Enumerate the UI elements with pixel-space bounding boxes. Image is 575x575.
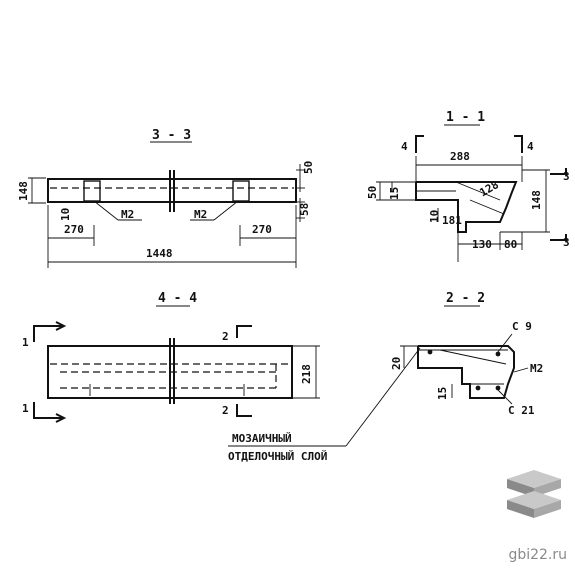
finish-layer-callout: МОЗАИЧНЫЙ ОТДЕЛОЧНЫЙ СЛОЙ: [228, 347, 421, 463]
dim-1-1-left-in: 15: [388, 187, 401, 200]
dim-3-3-top-right: 50: [302, 161, 315, 174]
section-3-3-title: 3 - 3: [152, 128, 191, 143]
dim-3-3-small: 10: [59, 208, 72, 221]
section-2-2-title: 2 - 2: [446, 291, 485, 306]
m2-right-label: M2: [194, 208, 207, 221]
dim-1-1-bottom-b: 181: [442, 214, 462, 227]
cut-1-top: 1: [22, 336, 29, 349]
section-3-3: 3 - 3 148 10 50 58 270 M2: [17, 128, 315, 268]
cut-1-bot: 1: [22, 402, 29, 415]
callout-line1: МОЗАИЧНЫЙ: [232, 432, 292, 445]
cut-3-bot: 3: [563, 236, 570, 249]
section-1-1: 1 - 1 4 4 288 128 50 15 148 3 3: [366, 110, 570, 262]
dim-3-3-height: 148: [17, 181, 30, 201]
dim-3-3-right: 270: [252, 223, 272, 236]
mark-c9: C 9: [512, 320, 532, 333]
callout-line2: ОТДЕЛОЧНЫЙ СЛОЙ: [228, 450, 327, 463]
dim-3-3-bot-right: 58: [298, 203, 311, 216]
section-2-2: 2 - 2 20 15 C 9 M2 C 21: [390, 291, 543, 417]
section-1-1-title: 1 - 1: [446, 110, 485, 125]
dim-1-1-bottom-a: 10: [428, 210, 441, 223]
dim-1-1-bottom-d: 80: [504, 238, 517, 251]
section-4-4-title: 4 - 4: [158, 291, 197, 306]
cut-3-top: 3: [563, 170, 570, 183]
dim-3-3-total: 1448: [146, 247, 173, 260]
dim-1-1-right-h: 148: [530, 190, 543, 210]
cut-2-bot: 2: [222, 404, 229, 417]
section-4-4: 4 - 4 1 1 2 2 218: [22, 291, 320, 423]
dim-1-1-bottom-c: 130: [472, 238, 492, 251]
dim-2-2-left: 20: [390, 357, 403, 370]
mark-c21: C 21: [508, 404, 535, 417]
dim-1-1-left-h: 50: [366, 186, 379, 199]
cut-4-left: 4: [401, 140, 408, 153]
m2-left-label: M2: [121, 208, 134, 221]
stacked-slabs-icon: [507, 470, 561, 518]
mark-m2: M2: [530, 362, 543, 375]
cut-4-right: 4: [527, 140, 534, 153]
dim-2-2-inner: 15: [436, 387, 449, 400]
dim-1-1-top: 288: [450, 150, 470, 163]
cut-2-top: 2: [222, 330, 229, 343]
site-url: gbi22.ru: [508, 547, 567, 563]
dim-4-4-height: 218: [300, 364, 313, 384]
dim-3-3-left: 270: [64, 223, 84, 236]
